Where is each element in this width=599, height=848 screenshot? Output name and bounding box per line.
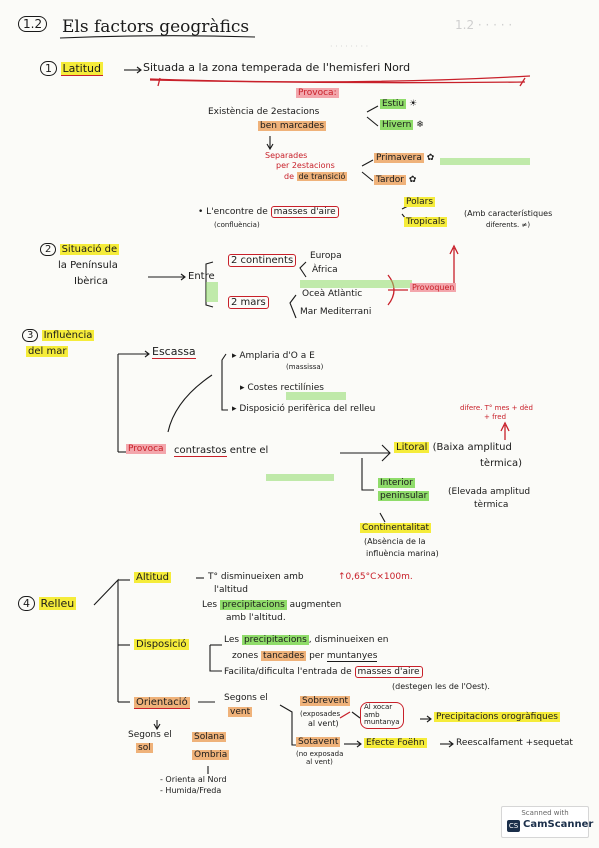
polars-label: Polars [404, 197, 436, 207]
diferT-2: + fred [484, 413, 507, 421]
foehn-label: Efecte Foëhn [364, 738, 427, 748]
orografiques-label: Precipitacions orogràfiques [434, 712, 560, 722]
s3-heading-2: del mar [26, 346, 69, 357]
altitud-t1: T° disminueixen amb [208, 572, 304, 582]
diferT-1: difere. T° mes + dèd [460, 404, 533, 412]
solana-label: Solana [192, 732, 227, 742]
disposicio-precip: Les precipitacions, disminueixen en [224, 635, 389, 645]
orientacio-label: Orientació [134, 697, 190, 709]
camscanner-logo-icon: CS [507, 820, 520, 832]
mars-label: 2 mars [228, 296, 269, 309]
altitud-label: Altitud [134, 572, 171, 583]
entre-label: Entre [188, 271, 215, 282]
bleed-through-text: · · · · · · · · [330, 42, 369, 51]
sobrevent-label: Sobrevent [300, 696, 351, 706]
separades-2: per 2estacions [276, 161, 335, 170]
s4-heading: 4 Relleu [18, 596, 77, 611]
amplaria-label: ▸ Amplaria d'O a E [232, 351, 315, 361]
page-title: Els factors geogràfics [62, 17, 250, 37]
sol-label: sol [136, 743, 153, 753]
provoquen-label: Provoquen [410, 283, 457, 292]
scanned-with-text: Scanned with [521, 809, 569, 817]
s2-heading-2: la Península [58, 260, 118, 271]
noexp-2: al vent) [306, 758, 333, 766]
noexp-1: (no exposada [296, 750, 344, 758]
medit-label: Mar Mediterrani [300, 307, 372, 317]
segons-vent: Segons el [224, 693, 268, 703]
s1-statement: Situada a la zona temperada de l'hemisfe… [143, 61, 411, 74]
s2-heading: 2 Situació de [40, 243, 120, 256]
camscanner-badge: Scanned with CS CamScanner [501, 806, 593, 838]
europa-label: Europa [310, 251, 342, 261]
provoca-3-label: Provoca [126, 444, 166, 454]
costes-label: ▸ Costes rectilínies [240, 383, 324, 393]
bleed-through-text: 1.2 · · · · · [455, 18, 513, 32]
marcades-label: ben marcades [258, 121, 327, 131]
caract-1: (Amb característiques [464, 209, 553, 218]
camscanner-brand-text: CamScanner [523, 819, 594, 830]
tropicals-label: Tropicals [404, 217, 448, 227]
tardor-label: Tardor ✿ [374, 175, 417, 185]
interior-label: Interior [378, 478, 415, 488]
s2-heading-3: Ibèrica [74, 276, 108, 287]
africa-label: Àfrica [312, 265, 338, 275]
desteguen-label: (destegen les de l'Oest). [392, 682, 490, 691]
precip-line: Les precipitacions augmenten [202, 600, 342, 610]
continents-label: 2 continents [228, 254, 297, 267]
caract-2: diferents. ≠) [486, 221, 531, 229]
peninsular-label: peninsular [378, 491, 430, 501]
exp-1: (exposades [300, 710, 341, 718]
altitud-t2: l'altitud [214, 585, 248, 595]
massissa-label: (massissa) [286, 363, 324, 371]
sotavent-label: Sotavent [296, 737, 341, 747]
facilita-line: Facilita/dificulta l'entrada de masses d… [224, 666, 423, 678]
disposicio-label: Disposició [134, 639, 189, 650]
vent-label: vent [228, 707, 253, 717]
obaga-label: Ombria [192, 750, 230, 760]
confluencia-label: (confluència) [214, 221, 260, 229]
elevada-2: tèrmica [474, 500, 509, 510]
continentalitat-label: Continentalitat [360, 523, 432, 533]
separades-1: Separades [265, 151, 308, 160]
transicio-label: de de transició [284, 172, 348, 181]
amb-altitud: amb l'altitud. [226, 613, 286, 623]
reescalf-label: Reescalfament +sequetat [456, 738, 573, 748]
disposicio-relleu-label: ▸ Disposició perifèrica del relleu [232, 404, 376, 414]
elevada-1: (Elevada amplitud [448, 487, 531, 497]
humida-label: - Humida/Freda [160, 786, 222, 795]
segons-sol: Segons el [128, 730, 172, 740]
abs-2: influència marina) [366, 549, 439, 558]
estiu-label: Estiu ☀ [380, 99, 418, 109]
exist-label: Existència de 2estacions [208, 107, 320, 117]
hivern-label: Hivern ❄ [380, 120, 424, 130]
litoral-label: Litoral (Baixa amplitud [394, 442, 512, 453]
contrastos-label: contrastos entre el [174, 445, 269, 457]
section-number: 1.2 [18, 16, 48, 32]
escassa-label: Escassa [152, 345, 196, 359]
encontre-label: • L'encontre de masses d'aire [198, 206, 339, 218]
s3-heading: 3 Influència [22, 329, 95, 342]
s1-heading: 1 Latitud [40, 61, 104, 76]
provoca-label: Provoca: [296, 88, 339, 98]
primavera-label: Primavera ✿ [374, 153, 435, 163]
orienta-label: - Orienta al Nord [160, 775, 227, 784]
gradient-label: ↑0,65°C×100m. [338, 572, 413, 582]
atlantic-label: Oceà Atlàntic [302, 289, 363, 299]
baixa-2: tèrmica) [480, 458, 523, 469]
zones-tancades: zones tancades per muntanyes [232, 651, 378, 662]
abs-1: (Absència de la [364, 537, 426, 546]
exp-2: al vent) [308, 719, 339, 728]
